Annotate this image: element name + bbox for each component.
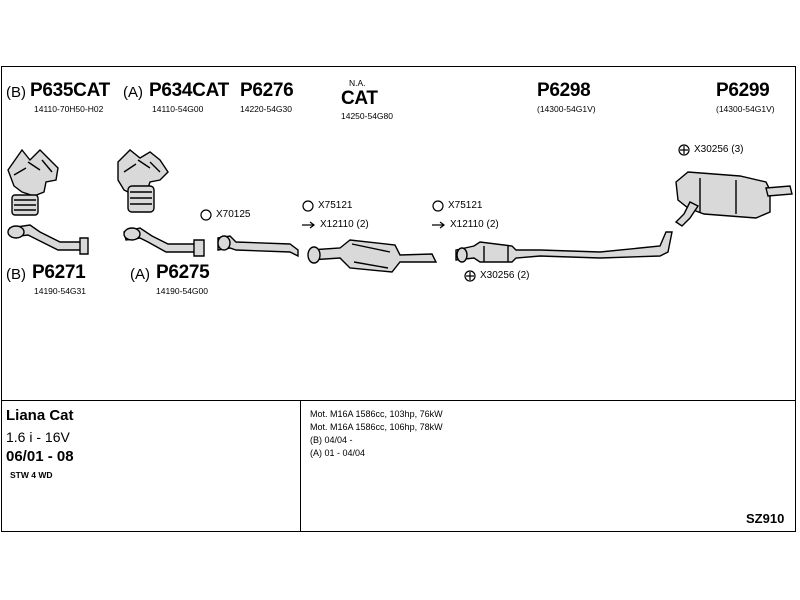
oem-number: 14110-54G00 bbox=[152, 104, 204, 114]
center-pipe-drawing bbox=[455, 231, 673, 263]
part-number-p6271: P6271 bbox=[32, 262, 86, 283]
hardware-label-x70125: X70125 bbox=[216, 209, 251, 220]
info-column-divider bbox=[300, 400, 301, 532]
hardware-label-x75121: X75121 bbox=[448, 200, 483, 211]
variant-label: (B) bbox=[6, 84, 26, 101]
front-pipe-a-drawing bbox=[123, 227, 205, 257]
oem-number: (14300-54G1V) bbox=[716, 104, 775, 114]
oem-number: 14110-70H50-H02 bbox=[34, 104, 104, 114]
oem-number: 14190-54G00 bbox=[156, 286, 208, 296]
vehicle-body: STW 4 WD bbox=[10, 470, 53, 480]
clamp-icon-x75121-a bbox=[302, 200, 314, 212]
hardware-label-x75121: X75121 bbox=[318, 200, 353, 211]
front-pipe-b-drawing bbox=[7, 224, 89, 255]
note-line: Mot. M16A 1586cc, 103hp, 76kW bbox=[310, 409, 443, 419]
oem-number: 14250-54G80 bbox=[341, 111, 393, 121]
variant-label: (A) bbox=[123, 84, 143, 101]
diagram-frame bbox=[1, 66, 796, 532]
hardware-label-x30256: X30256 (3) bbox=[694, 144, 744, 155]
hardware-label-x30256: X30256 (2) bbox=[480, 270, 530, 281]
nut-icon-x30256-mid bbox=[464, 270, 476, 282]
part-number-p635cat: P635CAT bbox=[30, 80, 110, 101]
hardware-label-x12110: X12110 (2) bbox=[450, 219, 499, 230]
bolt-icon-x12110-a bbox=[302, 221, 315, 229]
manifold-b-drawing bbox=[7, 148, 59, 216]
note-line: (A) 01 - 04/04 bbox=[310, 448, 366, 458]
part-number-p634cat: P634CAT bbox=[149, 80, 229, 101]
oem-number: 14190-54G31 bbox=[34, 286, 86, 296]
clamp-icon-x75121-b bbox=[432, 200, 444, 212]
na-superscript: N.A. bbox=[349, 78, 366, 88]
part-number-p6299: P6299 bbox=[716, 80, 770, 101]
vehicle-name: Liana Cat bbox=[6, 407, 74, 424]
nut-icon-x30256-top bbox=[678, 144, 690, 156]
diagram-code: SZ910 bbox=[746, 511, 785, 526]
part-number-p6298: P6298 bbox=[537, 80, 591, 101]
info-divider bbox=[1, 400, 796, 401]
manifold-a-drawing bbox=[117, 149, 169, 213]
note-line: Mot. M16A 1586cc, 106hp, 78kW bbox=[310, 422, 443, 432]
part-number-cat: CAT bbox=[341, 88, 378, 109]
note-line: (B) 04/04 - bbox=[310, 435, 353, 445]
catalytic-converter-drawing bbox=[307, 239, 438, 273]
part-number-p6275: P6275 bbox=[156, 262, 210, 283]
variant-label: (A) bbox=[130, 266, 150, 283]
rear-muffler-drawing bbox=[674, 171, 793, 227]
intermediate-pipe-drawing bbox=[217, 235, 299, 258]
hardware-label-x12110: X12110 (2) bbox=[320, 219, 369, 230]
part-number-p6276: P6276 bbox=[240, 80, 294, 101]
bolt-icon-x12110-b bbox=[432, 221, 445, 229]
vehicle-engine: 1.6 i - 16V bbox=[6, 429, 70, 445]
clamp-icon-x70125 bbox=[200, 209, 212, 221]
vehicle-years: 06/01 - 08 bbox=[6, 448, 74, 465]
variant-label: (B) bbox=[6, 266, 26, 283]
oem-number: 14220-54G30 bbox=[240, 104, 292, 114]
oem-number: (14300-54G1V) bbox=[537, 104, 596, 114]
